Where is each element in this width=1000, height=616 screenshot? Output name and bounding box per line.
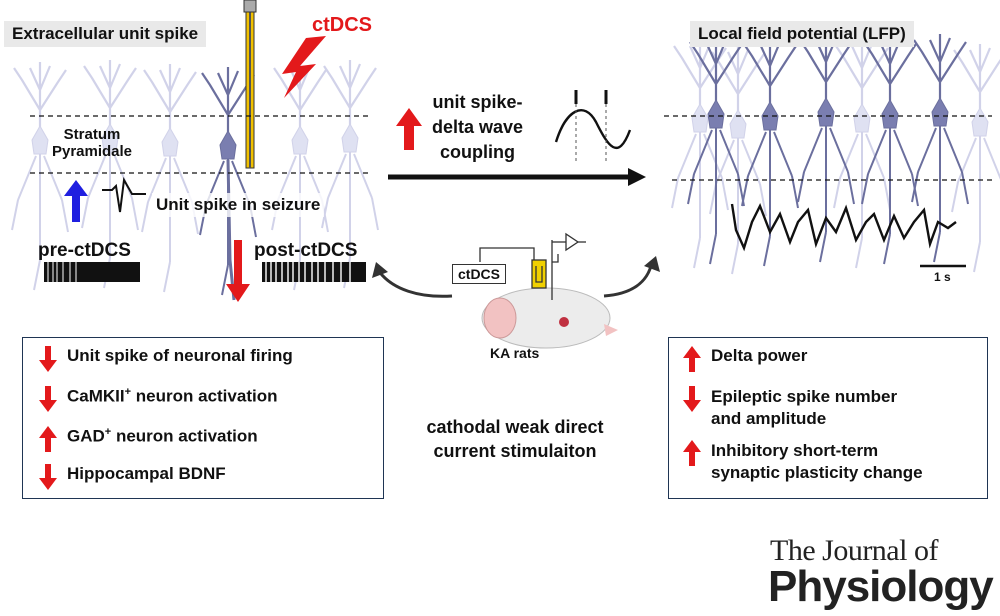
right-result-row: Delta power [681,346,807,372]
left-curve-arrow [376,269,453,298]
left-result-row: CaMKII+ neuron activation [37,386,277,412]
journal-logo-line2: Physiology [768,562,994,611]
ctdcs-label: ctDCS [312,14,373,36]
post-down-arrow-icon [226,240,250,302]
seizure-label: Unit spike in seizure [152,193,325,217]
right-result-row: Inhibitory short-term synaptic plasticit… [681,440,923,484]
stimulation-caption: cathodal weak direct current stimulaiton [412,415,618,463]
coupling-line2: delta wave [432,117,524,137]
up-arrow-icon [683,346,701,372]
left-result-row: GAD+ neuron activation [37,426,258,452]
post-raster [262,262,366,282]
caption-line2: current stimulaiton [433,441,597,461]
pre-raster [44,262,140,282]
left-result-main: GAD [67,426,105,446]
device-wiring [479,232,586,300]
animal-label: KA rats [490,345,540,361]
lightning-icon [282,36,326,98]
left-panel-title: Extracellular unit spike [4,21,207,47]
up-arrow-icon [683,440,701,466]
spike-waveform [102,176,146,213]
journal-logo-line1: The Journal of [770,534,938,567]
left-result-sup: + [124,386,132,398]
rat-icon [481,287,618,349]
caption-line1: cathodal weak direct [426,417,604,437]
right-result-line2: synaptic plasticity change [711,463,923,482]
left-result-row: Unit spike of neuronal firing [37,346,293,372]
down-arrow-icon [39,346,57,372]
down-arrow-icon [39,464,57,490]
pre-label: pre-ctDCS [38,240,131,261]
left-result-main: CaMKII [67,386,125,406]
right-result-line1: Epileptic spike number [711,387,898,406]
up-arrow-icon [39,426,57,452]
main-right-arrow [388,168,646,186]
right-result-row: Epileptic spike number and amplitude [681,386,897,430]
coupling-wave [554,90,632,164]
left-result-suffix: neuron activation [111,426,258,446]
layer-label: Stratum Pyramidale [50,126,134,160]
right-result-line1: Inhibitory short-term [711,441,879,460]
left-result-text: GAD+ neuron activation [67,426,258,447]
right-result-text: Delta power [711,346,808,365]
down-arrow-icon [39,386,57,412]
right-result-line2: and amplitude [711,409,827,428]
left-result-sup: + [104,426,112,438]
right-result-text: Epileptic spike number and amplitude [711,386,897,430]
left-result-text: Unit spike of neuronal firing [67,346,293,365]
left-results-box: Unit spike of neuronal firing CaMKII+ ne… [22,337,384,499]
blue-up-arrow-icon [64,180,88,222]
coupling-line1: unit spike- [432,92,523,112]
down-arrow-icon [683,386,701,412]
left-result-text: CaMKII+ neuron activation [67,386,277,407]
layer-label-line1: Stratum [63,126,121,143]
right-result-text: Inhibitory short-term synaptic plasticit… [711,440,923,484]
left-result-suffix: neuron activation [131,386,278,406]
left-result-text: Hippocampal BDNF [67,464,226,483]
left-result-row: Hippocampal BDNF [37,464,226,490]
post-label: post-ctDCS [254,240,358,261]
layer-label-line2: Pyramidale [51,143,133,160]
coupling-line3: coupling [440,142,516,162]
coupling-up-arrow-icon [396,108,422,150]
right-panel-title: Local field potential (LFP) [690,21,914,47]
coupling-label: unit spike- delta wave coupling [432,90,523,165]
right-results-box: Delta power Epileptic spike number and a… [668,337,988,499]
right-curve-arrow [603,261,654,298]
device-label: ctDCS [452,264,507,284]
lfp-trace [730,203,957,252]
electrode-icon [243,0,257,169]
scale-label: 1 s [934,270,951,284]
